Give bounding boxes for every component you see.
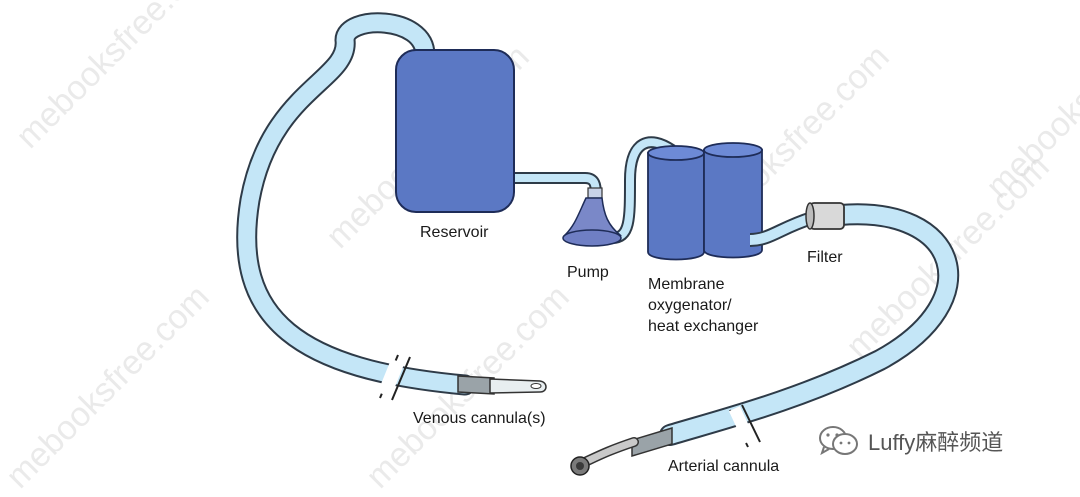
arterial-cannula-label: Arterial cannula (668, 458, 780, 475)
reservoir-outlet-tubing (508, 172, 602, 196)
reservoir-label: Reservoir (420, 224, 489, 241)
pump-label: Pump (567, 264, 609, 281)
watermark: mebooksfree.com (979, 0, 1080, 206)
watermark: mebooksfree.com (0, 278, 217, 492)
membrane-oxygenator (647, 142, 763, 261)
arterial-cannula (570, 426, 673, 476)
reservoir (395, 49, 515, 213)
badge-text: Luffy麻醉频道 (868, 430, 1004, 455)
filter (805, 202, 845, 230)
wechat-icon (819, 426, 858, 456)
pump (562, 187, 623, 247)
channel-badge: Luffy麻醉频道 (818, 424, 1003, 458)
venous-cannula-label: Venous cannula(s) (413, 410, 546, 427)
venous-cannula (457, 375, 547, 395)
filter-label: Filter (807, 249, 843, 266)
oxygenator-label-line1: Membrane (648, 276, 725, 293)
oxygenator-label-line3: heat exchanger (648, 318, 759, 335)
arterial-tubing (659, 203, 960, 448)
venous-tubing (236, 12, 476, 401)
oxygenator-outlet-tubing (749, 211, 815, 247)
oxygenator-label-line2: oxygenator/ (648, 297, 732, 314)
pump-outlet-tubing (611, 136, 676, 244)
watermark: mebooksfree.com (9, 0, 227, 156)
